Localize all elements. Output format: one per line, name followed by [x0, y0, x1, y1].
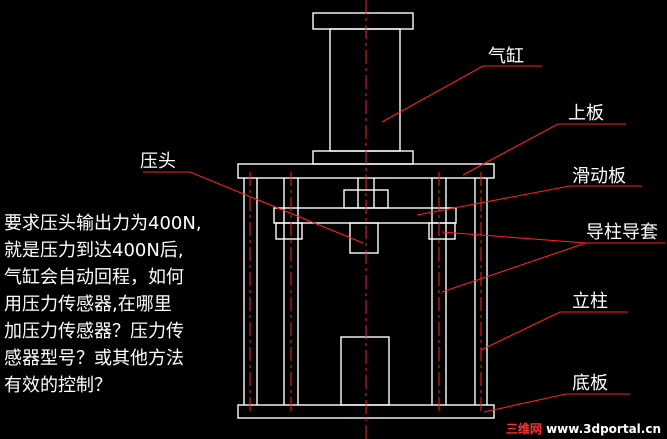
- leader-sliding-plate: [416, 185, 642, 216]
- question-line: 气缸会自动回程，如何: [4, 267, 184, 288]
- press-head: [349, 222, 379, 254]
- question-line: 加压力传感器？压力传: [4, 321, 184, 342]
- label-press-head: 压头: [140, 151, 176, 172]
- leader-base-plate: [483, 393, 630, 413]
- right-guide-sleeve: [428, 222, 456, 240]
- cylinder-flange: [312, 150, 414, 165]
- workpiece: [340, 336, 390, 406]
- label-top-plate: 上板: [568, 103, 604, 124]
- question-line: 要求压头输出力为400N,: [4, 213, 202, 234]
- watermark-url: www.3dportal.cn: [546, 422, 661, 436]
- label-base-plate: 底板: [572, 373, 608, 394]
- label-guide-sleeve: 导柱导套: [586, 222, 658, 243]
- watermark: 三维网 www.3dportal.cn: [506, 420, 661, 437]
- label-column: 立柱: [572, 291, 608, 312]
- leader-top-plate: [462, 123, 626, 176]
- label-cylinder: 气缸: [488, 45, 524, 67]
- watermark-site-name: 三维网: [505, 422, 542, 436]
- leader-guide-sleeve-2: [441, 242, 587, 293]
- question-line: 用压力传感器,在哪里: [4, 294, 172, 315]
- cylinder-body: [329, 28, 401, 152]
- left-guide-sleeve: [275, 222, 303, 240]
- leader-press-head: [143, 171, 364, 244]
- label-sliding-plate: 滑动板: [572, 166, 626, 187]
- leader-column: [480, 311, 628, 351]
- leader-cylinder: [381, 65, 542, 123]
- sliding-plate: [273, 207, 457, 224]
- question-line: 感器型号？或其他方法: [4, 348, 184, 369]
- question-text: 要求压头输出力为400N, 就是压力到达400N后, 气缸会自动回程，如何 用压…: [4, 210, 274, 399]
- question-line: 就是压力到达400N后,: [4, 240, 184, 261]
- question-line: 有效的控制？: [4, 375, 112, 396]
- cylinder-cap: [312, 12, 414, 30]
